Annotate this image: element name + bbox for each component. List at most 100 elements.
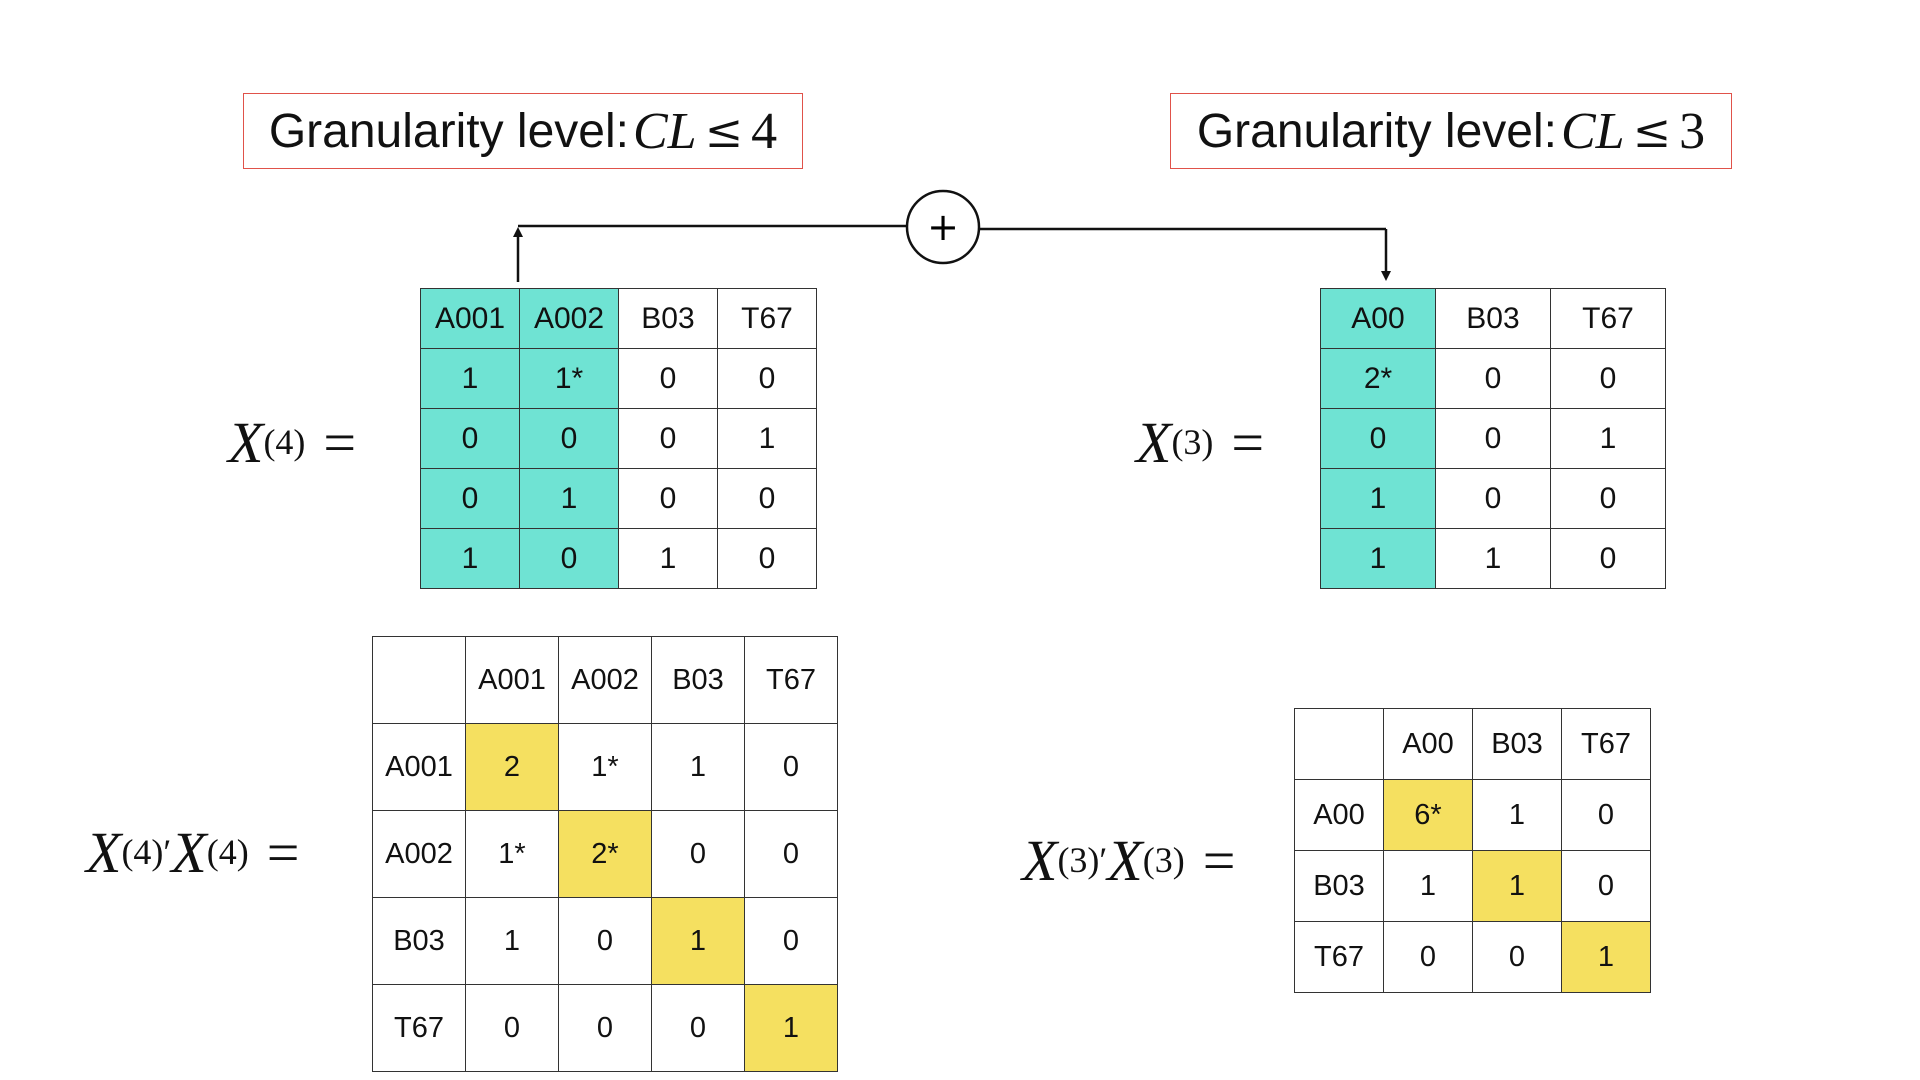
p4-cell: 1 bbox=[651, 723, 745, 811]
x3-matrix: A00 B03 T67 2* 0 0 0 0 1 1 0 0 1 1 0 bbox=[1320, 288, 1666, 589]
p4-cell: 0 bbox=[744, 897, 838, 985]
p3-header-cell: T67 bbox=[1561, 708, 1651, 780]
p4-diagonal-cell: 1 bbox=[651, 897, 745, 985]
p4-corner-cell bbox=[372, 636, 466, 724]
x3-header-cell: B03 bbox=[1435, 288, 1551, 349]
x4-header-cell: A001 bbox=[420, 288, 520, 349]
p4-label: X(4)′X(4)= bbox=[86, 812, 299, 892]
p3-superscript-transposed: (3)′ bbox=[1057, 840, 1108, 880]
p4-cell: 1* bbox=[558, 723, 652, 811]
x3-cell: 1 bbox=[1435, 528, 1551, 589]
p4-row: A001 2 1* 1 0 bbox=[372, 723, 838, 811]
p4-equals: = bbox=[266, 819, 300, 885]
x3-cell: 1 bbox=[1320, 528, 1436, 589]
x4-cell: 1 bbox=[717, 408, 817, 469]
x3-cell: 2* bbox=[1320, 348, 1436, 409]
p4-cell: 0 bbox=[465, 984, 559, 1072]
x3-cell: 0 bbox=[1550, 528, 1666, 589]
p4-matrix: A001 A002 B03 T67 A001 2 1* 1 0 A002 1* … bbox=[372, 636, 838, 1072]
x4-cell: 0 bbox=[519, 528, 619, 589]
x4-header-row: A001 A002 B03 T67 bbox=[420, 288, 817, 349]
p4-row: A002 1* 2* 0 0 bbox=[372, 810, 838, 898]
p4-header-cell: A002 bbox=[558, 636, 652, 724]
p3-row-label: B03 bbox=[1294, 850, 1384, 922]
x4-row: 1 0 1 0 bbox=[420, 528, 817, 589]
x4-cell: 0 bbox=[717, 468, 817, 529]
p3-base-transposed: X bbox=[1022, 827, 1058, 893]
p3-corner-cell bbox=[1294, 708, 1384, 780]
p3-matrix: A00 B03 T67 A00 6* 1 0 B03 1 1 0 T67 0 0… bbox=[1294, 708, 1651, 993]
x4-cell: 1 bbox=[420, 528, 520, 589]
x3-base: X bbox=[1136, 409, 1172, 475]
x4-header-cell: T67 bbox=[717, 288, 817, 349]
p3-cell: 0 bbox=[1383, 921, 1473, 993]
x3-header-cell: A00 bbox=[1320, 288, 1436, 349]
p4-row-label: B03 bbox=[372, 897, 466, 985]
granularity-symbol-right: CL bbox=[1560, 102, 1625, 160]
p4-cell: 0 bbox=[744, 810, 838, 898]
p4-cell: 0 bbox=[558, 984, 652, 1072]
granularity-text-right: Granularity level: bbox=[1196, 104, 1557, 158]
granularity-value-left: 4 bbox=[751, 102, 778, 160]
x3-row: 1 0 0 bbox=[1320, 468, 1666, 529]
x3-header-row: A00 B03 T67 bbox=[1320, 288, 1666, 349]
x3-cell: 0 bbox=[1435, 408, 1551, 469]
p4-cell: 1* bbox=[465, 810, 559, 898]
granularity-label-right: Granularity level: CL ≤ 3 bbox=[1170, 93, 1732, 169]
x4-cell: 0 bbox=[618, 468, 718, 529]
p3-cell: 0 bbox=[1561, 779, 1651, 851]
plus-icon: + bbox=[927, 205, 959, 249]
x4-equals: = bbox=[323, 409, 357, 475]
p3-row: A00 6* 1 0 bbox=[1294, 779, 1651, 851]
x4-row: 0 0 0 1 bbox=[420, 408, 817, 469]
p4-cell: 0 bbox=[651, 810, 745, 898]
x4-cell: 1 bbox=[519, 468, 619, 529]
p3-cell: 1 bbox=[1383, 850, 1473, 922]
p4-header-row: A001 A002 B03 T67 bbox=[372, 636, 838, 724]
x3-cell: 0 bbox=[1435, 468, 1551, 529]
p4-diagonal-cell: 1 bbox=[744, 984, 838, 1072]
p3-diagonal-cell: 1 bbox=[1472, 850, 1562, 922]
p3-cell: 1 bbox=[1472, 779, 1562, 851]
x4-header-cell: B03 bbox=[618, 288, 718, 349]
granularity-symbol-left: CL bbox=[632, 102, 697, 160]
p4-header-cell: A001 bbox=[465, 636, 559, 724]
p4-superscript-transposed: (4)′ bbox=[121, 832, 172, 872]
p3-equals: = bbox=[1202, 827, 1236, 893]
x4-row: 0 1 0 0 bbox=[420, 468, 817, 529]
p3-cell: 0 bbox=[1472, 921, 1562, 993]
p3-row: B03 1 1 0 bbox=[1294, 850, 1651, 922]
x4-cell: 1 bbox=[618, 528, 718, 589]
p3-label: X(3)′X(3)= bbox=[1022, 820, 1235, 900]
x3-header-cell: T67 bbox=[1550, 288, 1666, 349]
x4-label: X(4) = bbox=[228, 402, 356, 482]
x3-cell: 0 bbox=[1320, 408, 1436, 469]
p4-cell: 0 bbox=[744, 723, 838, 811]
p3-row: T67 0 0 1 bbox=[1294, 921, 1651, 993]
x3-superscript: (3) bbox=[1171, 422, 1214, 462]
granularity-value-right: 3 bbox=[1679, 102, 1706, 160]
p4-diagonal-cell: 2* bbox=[558, 810, 652, 898]
x4-superscript: (4) bbox=[263, 422, 306, 462]
x4-cell: 0 bbox=[717, 528, 817, 589]
x4-cell: 0 bbox=[420, 408, 520, 469]
granularity-label-left: Granularity level: CL ≤ 4 bbox=[243, 93, 803, 169]
p3-header-cell: A00 bbox=[1383, 708, 1473, 780]
p4-row: B03 1 0 1 0 bbox=[372, 897, 838, 985]
p3-row-label: A00 bbox=[1294, 779, 1384, 851]
x4-cell: 1* bbox=[519, 348, 619, 409]
p4-cell: 1 bbox=[465, 897, 559, 985]
p4-row-label: A002 bbox=[372, 810, 466, 898]
x3-cell: 0 bbox=[1550, 348, 1666, 409]
p4-header-cell: T67 bbox=[744, 636, 838, 724]
x3-label: X(3)= bbox=[1136, 402, 1264, 482]
x3-cell: 0 bbox=[1550, 468, 1666, 529]
x4-cell: 0 bbox=[618, 408, 718, 469]
p4-base: X bbox=[171, 819, 207, 885]
x4-base: X bbox=[228, 409, 264, 475]
x3-row: 0 0 1 bbox=[1320, 408, 1666, 469]
p4-cell: 0 bbox=[558, 897, 652, 985]
x4-row: 1 1* 0 0 bbox=[420, 348, 817, 409]
p4-cell: 0 bbox=[651, 984, 745, 1072]
